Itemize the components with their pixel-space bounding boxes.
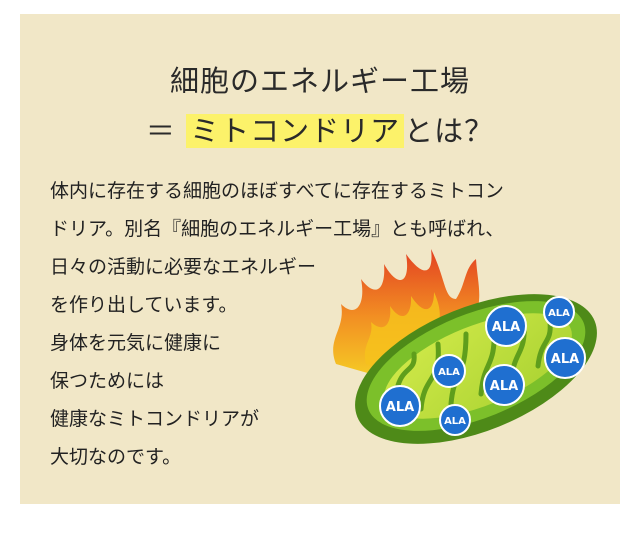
description-text: 体内に存在する細胞のほぼすべてに存在するミトコン ドリア。別名『細胞のエネルギー… — [50, 172, 610, 476]
svg-text:ALA: ALA — [438, 367, 460, 378]
title-equals: ＝ — [145, 114, 187, 148]
ala-molecule-icon: ALA — [483, 364, 525, 406]
info-panel: 細胞のエネルギー工場 ＝ ミトコンドリアとは？ 体内に存在する細胞のほぼすべてに… — [20, 14, 620, 504]
ala-molecule-icon: ALA — [544, 337, 586, 379]
svg-text:ALA: ALA — [444, 416, 466, 427]
description-line: 健康なミトコンドリアが — [50, 408, 260, 430]
title-suffix: とは？ — [404, 114, 495, 148]
ala-molecule-icon: ALA — [485, 305, 527, 347]
description-line: ドリア。別名『細胞のエネルギー工場』とも呼ばれ、 — [50, 218, 505, 240]
description-line: 日々の活動に必要なエネルギー — [50, 256, 317, 278]
ala-molecule-icon: ALA — [439, 404, 471, 436]
title-highlight-mitochondria: ミトコンドリア — [186, 114, 405, 148]
description-line: 保つためには — [50, 370, 165, 392]
svg-text:ALA: ALA — [386, 400, 414, 415]
ala-molecule-icon: ALA — [543, 296, 575, 328]
svg-text:ALA: ALA — [490, 379, 518, 394]
description-line: 大切なのです。 — [50, 446, 182, 468]
description-line: 体内に存在する細胞のほぼすべてに存在するミトコン — [50, 180, 504, 202]
mitochondria-illustration: ALA ALA ALA ALA ALA ALA — [333, 249, 597, 444]
svg-text:ALA: ALA — [548, 308, 570, 319]
description-line: 身体を元気に健康に — [50, 332, 222, 354]
svg-text:ALA: ALA — [551, 352, 579, 367]
ala-molecules: ALA ALA ALA ALA ALA ALA — [379, 296, 586, 436]
title-line-1: 細胞のエネルギー工場 — [169, 64, 470, 98]
title-line-2: ＝ ミトコンドリアとは？ — [20, 108, 620, 150]
description-line: を作り出しています。 — [50, 294, 238, 316]
svg-text:ALA: ALA — [492, 320, 520, 335]
ala-molecule-icon: ALA — [379, 385, 421, 427]
ala-molecule-icon: ALA — [432, 354, 466, 388]
